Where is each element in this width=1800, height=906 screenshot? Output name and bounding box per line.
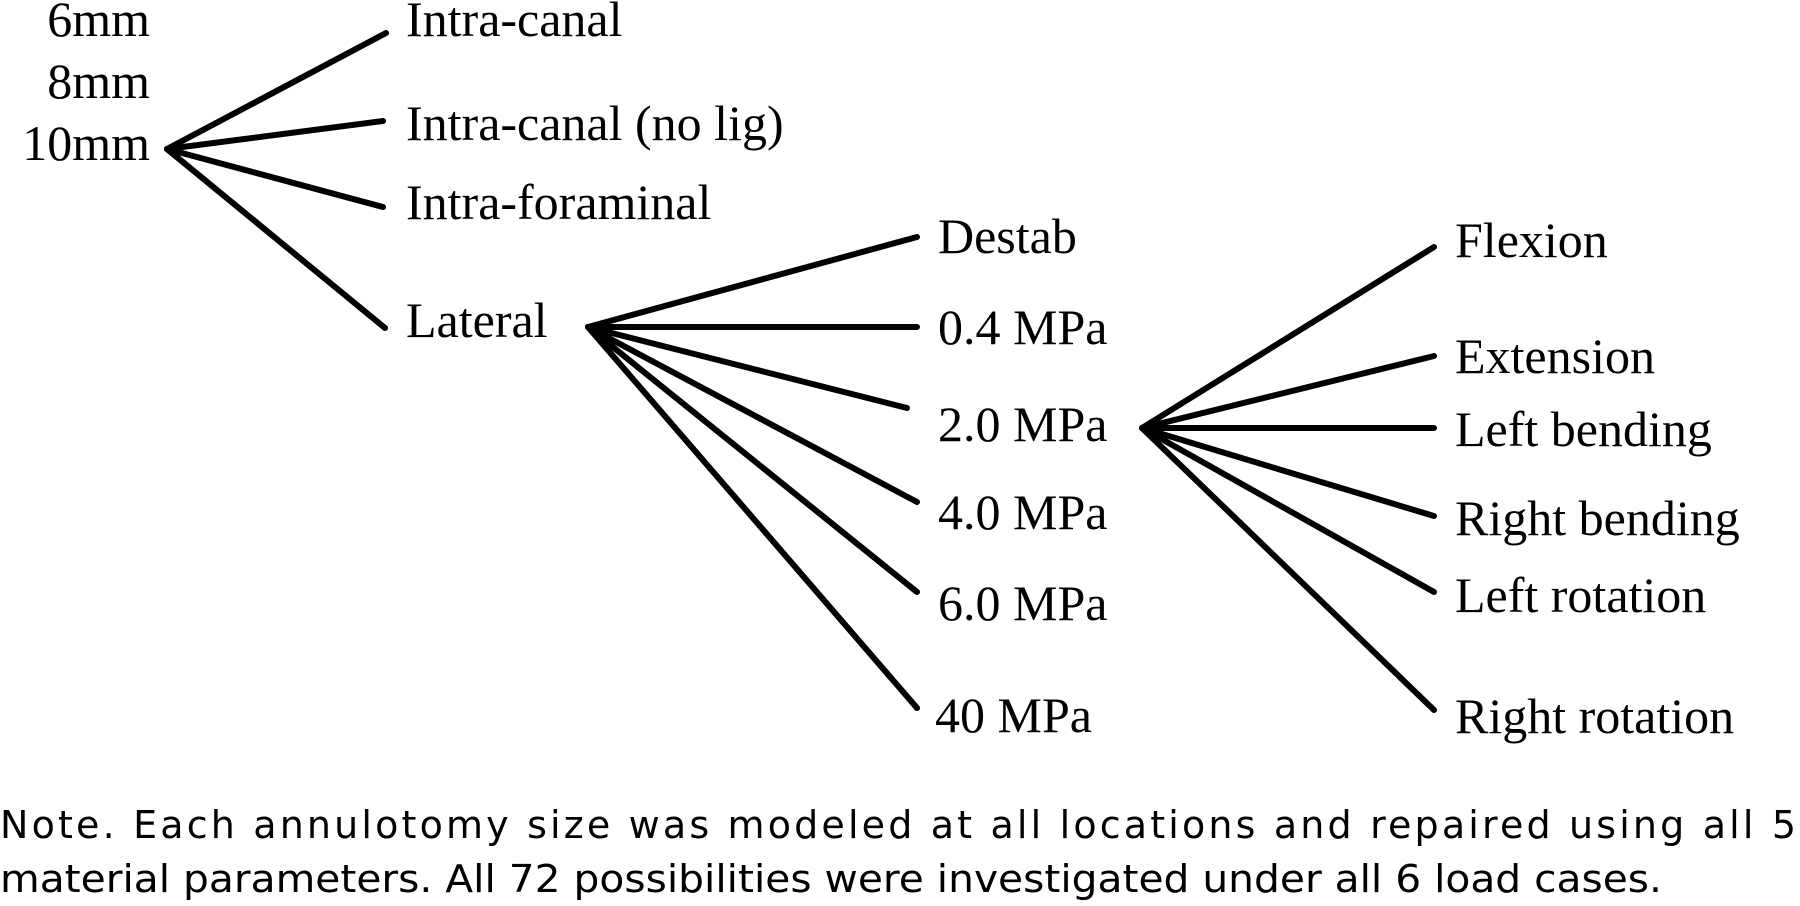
load-left-rotation: Left rotation [1455, 567, 1706, 623]
edge-lateral-6-0-mpa [585, 324, 920, 595]
size-label-6mm: 6mm [47, 0, 150, 47]
edge-root-lateral [164, 146, 388, 331]
edge-lateral-destab [585, 234, 920, 330]
load-right-bending: Right bending [1455, 490, 1740, 546]
location-intra-canal: Intra-canal [406, 0, 623, 47]
edge-2-0-mpa-right-bending [1139, 425, 1437, 519]
edge-lateral-4-0-mpa [585, 324, 920, 505]
edge-2-0-mpa-extension [1139, 353, 1437, 431]
edge-root-intra-canal [164, 30, 389, 152]
load-left-bending: Left bending [1455, 401, 1712, 457]
edge-root-intra-foraminal [164, 146, 386, 210]
edge-2-0-mpa-right-rotation [1139, 425, 1437, 713]
load-flexion: Flexion [1455, 212, 1608, 268]
edge-root-intra-canal-no-lig [164, 118, 386, 152]
material-0-4-mpa: 0.4 MPa [938, 299, 1107, 355]
edge-lateral-2-0-mpa [585, 324, 910, 411]
location-intra-foraminal: Intra-foraminal [406, 174, 711, 230]
location-lateral: Lateral [406, 292, 548, 348]
edge-2-0-mpa-left-rotation [1139, 425, 1437, 595]
material-2-0-mpa: 2.0 MPa [938, 396, 1107, 452]
size-label-10mm: 10mm [22, 115, 150, 171]
note-line-2: material parameters. All 72 possibilitie… [0, 857, 1662, 901]
edge-2-0-mpa-flexion [1139, 244, 1437, 431]
edge-lateral-40-mpa [585, 324, 920, 711]
note-line-1: Note. Each annulotomy size was modeled a… [0, 803, 1796, 847]
load-right-rotation: Right rotation [1455, 688, 1734, 744]
size-label-8mm: 8mm [47, 53, 150, 109]
material-destab: Destab [938, 208, 1077, 264]
material-40-mpa: 40 MPa [935, 687, 1092, 743]
material-6-0-mpa: 6.0 MPa [938, 575, 1107, 631]
material-4-0-mpa: 4.0 MPa [938, 484, 1107, 540]
location-intra-canal-no-lig: Intra-canal (no lig) [406, 95, 784, 151]
load-extension: Extension [1455, 328, 1655, 384]
